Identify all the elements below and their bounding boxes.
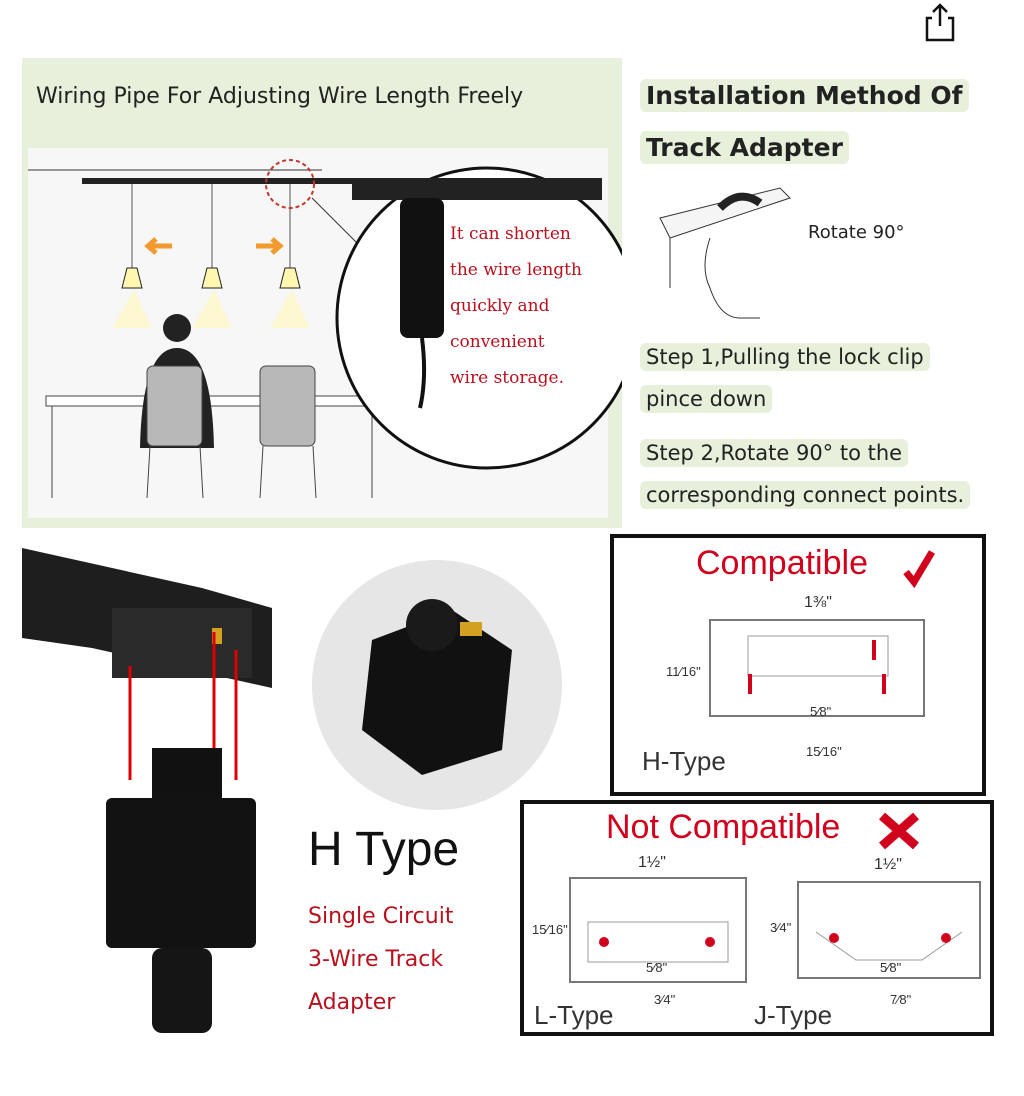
rotate-label: Rotate 90°: [808, 222, 905, 243]
check-icon: [903, 550, 936, 588]
compatible-heading: Compatible: [696, 544, 868, 582]
step1-text: Step 1,Pulling the lock clip pince down: [640, 336, 930, 420]
callout-line: the wire length: [450, 260, 582, 280]
j-type-name: J-Type: [754, 1000, 833, 1030]
title-line: Installation Method Of: [640, 79, 969, 112]
title-line: Track Adapter: [640, 131, 849, 164]
l-type-name: L-Type: [534, 1000, 614, 1030]
description-line: Adapter: [308, 990, 396, 1015]
description-line: 3-Wire Track: [308, 947, 444, 972]
track-adapter-illustration: [22, 548, 272, 1033]
h-type-name: H-Type: [642, 746, 726, 776]
l-height-dim: 15⁄16": [532, 922, 568, 937]
adapter-photo: [312, 560, 562, 810]
step2-line: corresponding connect points.: [640, 481, 971, 509]
compatible-box: Compatible 1⅜" 11⁄16" 5⁄8" 15⁄16" H-Type: [610, 534, 986, 796]
rotate-hand-illustration: [659, 187, 791, 319]
step2-line: Step 2,Rotate 90° to the: [640, 439, 909, 467]
l-inner-dim: 5⁄8": [646, 960, 668, 975]
step2-text: Step 2,Rotate 90° to the corresponding c…: [640, 432, 971, 516]
step1-line: pince down: [640, 385, 773, 413]
j-bottom-dim: 7⁄8": [890, 992, 912, 1007]
cross-icon: [879, 812, 919, 850]
installation-panel: Installation Method Of Track Adapter Rot…: [630, 58, 1000, 528]
j-width-dim: 1½": [874, 856, 902, 873]
wiring-pipe-title: Wiring Pipe For Adjusting Wire Length Fr…: [36, 84, 524, 109]
product-description: Single Circuit 3-Wire Track Adapter: [308, 895, 453, 1024]
j-height-dim: 3⁄4": [770, 920, 792, 935]
step1-line: Step 1,Pulling the lock clip: [640, 343, 930, 371]
h-bottom-dim: 15⁄16": [806, 744, 842, 759]
callout-line: wire storage.: [450, 368, 564, 388]
not-compatible-heading: Not Compatible: [606, 808, 841, 846]
description-line: Single Circuit: [308, 904, 454, 929]
callout-line: quickly and: [450, 296, 550, 316]
h-width-dim: 1⅜": [804, 594, 832, 611]
wiring-pipe-panel: Wiring Pipe For Adjusting Wire Length Fr…: [22, 58, 622, 528]
wire-callout: It can shorten the wire length quickly a…: [450, 216, 582, 396]
ceiling-illustration: [28, 148, 622, 518]
installation-title: Installation Method Of Track Adapter: [640, 70, 969, 174]
h-type-profile: [709, 619, 925, 717]
j-inner-dim: 5⁄8": [880, 960, 902, 975]
not-compatible-box: Not Compatible 1½" 15⁄16" 5⁄8" 3⁄4" L-Ty…: [520, 800, 994, 1036]
callout-line: convenient: [450, 332, 545, 352]
callout-line: It can shorten: [450, 224, 571, 244]
l-type-profile: [569, 877, 747, 983]
h-height-dim: 11⁄16": [666, 664, 701, 679]
h-type-label: H Type: [308, 823, 460, 876]
l-width-dim: 1½": [638, 854, 666, 871]
l-bottom-dim: 3⁄4": [654, 992, 676, 1007]
j-type-profile: [797, 881, 981, 979]
h-inner-dim: 5⁄8": [810, 704, 832, 719]
share-icon[interactable]: [918, 0, 962, 44]
